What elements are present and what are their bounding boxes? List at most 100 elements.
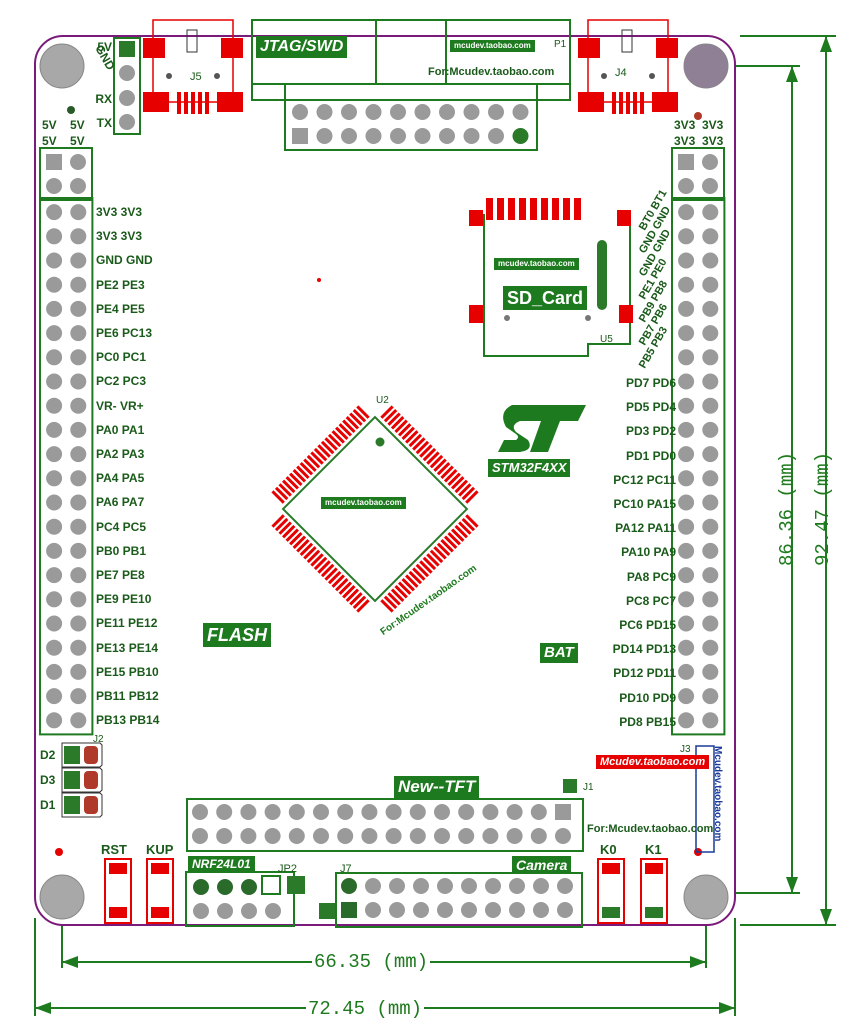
tft-outline <box>186 798 584 852</box>
j7-ref: J7 <box>340 863 352 875</box>
pin <box>241 903 257 919</box>
k0-button-pad <box>602 907 620 918</box>
usb-pin <box>640 92 644 114</box>
pin <box>678 688 695 705</box>
right-pin-label: PD14 PD13 <box>612 642 676 657</box>
mcu-pin <box>397 581 412 595</box>
pin <box>70 397 87 414</box>
mcu-pin <box>436 461 451 476</box>
mcu-pin <box>324 567 338 581</box>
mcu-pin <box>306 549 321 564</box>
pin <box>678 494 695 511</box>
mcu-pin <box>380 599 394 613</box>
left-top-row1: 5V <box>42 118 57 132</box>
uart-outline <box>113 37 141 135</box>
left-pin-label: PB13 PB14 <box>96 713 160 728</box>
pin <box>313 828 329 844</box>
left-pin-label: PE7 PE8 <box>96 568 145 582</box>
usb-pad <box>578 92 604 112</box>
right-pin-label: PA12 PA11 <box>615 521 676 536</box>
nrf-label: NRF24L01 <box>188 856 255 872</box>
pin <box>702 421 719 438</box>
usb-pad <box>143 38 165 58</box>
pin <box>702 494 719 511</box>
pin <box>70 615 87 632</box>
pin <box>702 349 719 366</box>
tft-pin1-marker <box>563 779 577 793</box>
pin <box>46 518 63 535</box>
pin <box>70 518 87 535</box>
usb-connector-j5 <box>143 19 243 114</box>
pin <box>678 421 695 438</box>
sd-pin <box>541 198 548 220</box>
pin <box>70 639 87 656</box>
nrf-header <box>185 871 305 927</box>
pin-square <box>46 154 62 170</box>
usb-pad <box>221 38 243 58</box>
mcu-pin <box>447 531 461 546</box>
pin <box>264 828 281 844</box>
sd-pin <box>552 198 559 220</box>
j5-ref: J5 <box>190 71 202 83</box>
pin <box>70 688 87 705</box>
mcu-pin <box>422 447 437 462</box>
pin-square <box>119 41 135 57</box>
right-header-j3 <box>671 197 726 736</box>
nrf-outline <box>185 871 295 927</box>
mcu-pin <box>436 542 451 557</box>
pin <box>46 639 63 656</box>
pin <box>702 518 719 535</box>
mcu-pin <box>310 451 324 465</box>
pin <box>70 494 87 511</box>
pin <box>193 903 209 919</box>
pin <box>678 325 695 342</box>
dim-arrow <box>820 36 832 52</box>
pin <box>70 228 87 245</box>
pin <box>413 878 429 894</box>
right-top-row2b: 3V3 <box>702 134 724 148</box>
jp2-ref: JP2 <box>278 863 297 875</box>
inner-height-dimension: 86.36 (mm) <box>776 451 798 566</box>
sd-card-label: SD_Card <box>503 286 588 310</box>
pin <box>678 349 695 366</box>
mcu-pin <box>338 423 353 437</box>
camera-outline <box>335 872 583 928</box>
usb-pin <box>205 92 209 114</box>
pin <box>512 104 529 120</box>
pin <box>530 828 547 844</box>
pin <box>341 128 357 144</box>
usb-key <box>621 29 633 53</box>
tft-header-j1 <box>186 779 584 852</box>
left-power-header-outline <box>39 147 93 201</box>
jtag-pin-area <box>284 83 538 151</box>
mcu-pin <box>342 585 356 599</box>
pin <box>678 397 695 414</box>
usb-key <box>186 29 198 53</box>
pin <box>70 542 87 559</box>
left-pin-label: PE13 PE14 <box>96 640 159 655</box>
pin <box>458 804 475 820</box>
kup-button-pad <box>151 907 169 918</box>
pin <box>70 567 87 584</box>
sd-hole <box>504 315 510 321</box>
pin <box>192 804 208 820</box>
pin <box>702 252 719 269</box>
left-pin-label: VR- VR+ <box>96 398 144 413</box>
dot-marker <box>67 106 75 114</box>
pin <box>217 903 233 919</box>
left-header-j2-outline <box>39 197 94 736</box>
pin <box>70 204 87 221</box>
right-pin-label: PA10 PA9 <box>621 545 676 560</box>
mcu-pin <box>303 458 317 472</box>
mcu-pin <box>299 461 314 476</box>
mcu-pin <box>451 476 465 490</box>
mcu-pin <box>292 469 307 483</box>
left-top-row2b: 5V <box>70 134 85 148</box>
p1-ref: P1 <box>554 39 567 50</box>
mcu-pin <box>401 426 415 441</box>
mcu-pin <box>271 490 285 504</box>
pin <box>390 128 406 144</box>
pin <box>70 712 87 729</box>
usb-pin <box>633 92 637 114</box>
pin <box>482 828 499 844</box>
